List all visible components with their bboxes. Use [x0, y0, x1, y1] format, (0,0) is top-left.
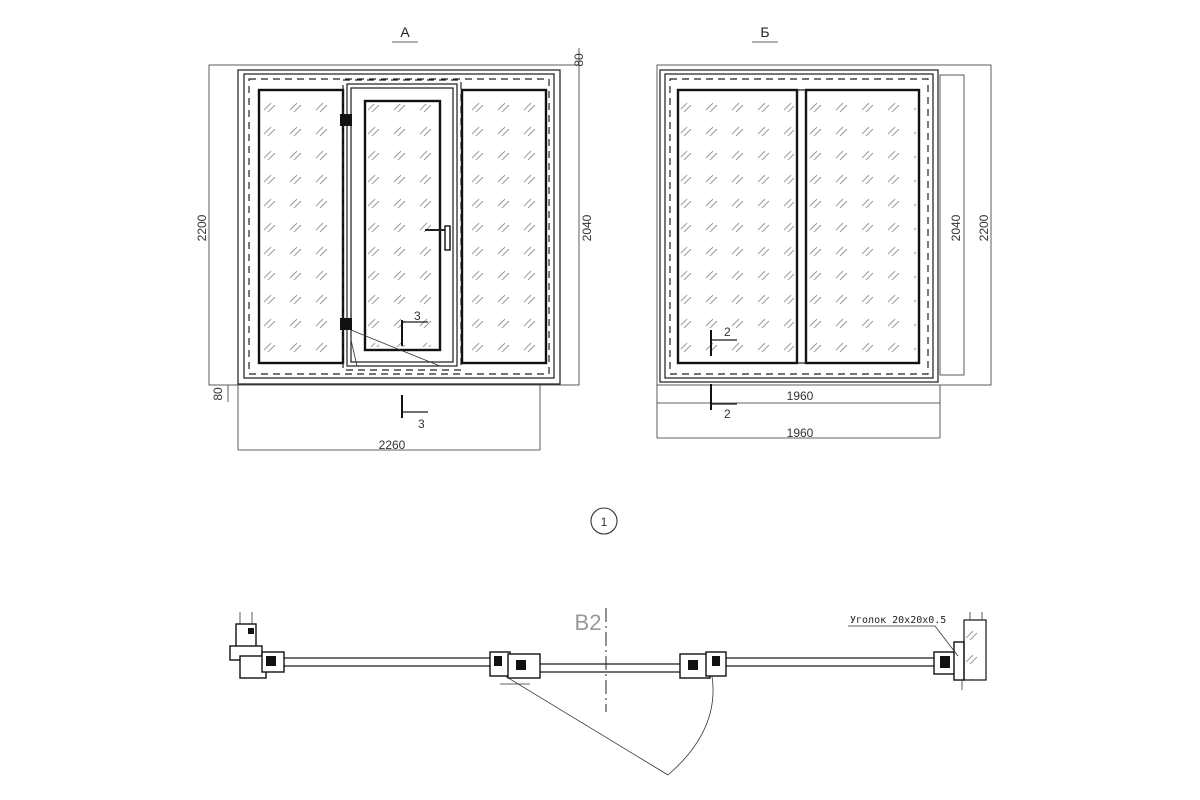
- view-a-dimension-frame: [208, 48, 580, 451]
- door-swing-arc: [667, 675, 714, 776]
- axis-label: B2: [575, 610, 602, 635]
- angle-note: Уголок 20x20x0.5: [848, 615, 959, 657]
- view-a-offset-top-dim: 80: [572, 53, 586, 67]
- door-left-profile: [489, 651, 541, 685]
- view-b-window-section-mark: 2: [710, 325, 737, 356]
- view-a: А: [195, 24, 594, 452]
- door-swing-line: [504, 675, 669, 776]
- view-a-offset-bottom-dim: 80: [211, 387, 225, 401]
- view-b-mullion: [796, 89, 807, 364]
- view-a-height-dim: 2200: [195, 214, 209, 241]
- view-b-height-dim: 2200: [977, 214, 991, 241]
- view-a-width-dim: 2260: [379, 438, 406, 452]
- view-b-frame: [659, 69, 939, 383]
- left-wall-profile: [229, 612, 285, 679]
- glass-panes: [282, 657, 936, 673]
- view-a-door-section-mark: 3: [401, 309, 428, 346]
- view-b-label: Б: [760, 24, 769, 40]
- svg-text:3: 3: [414, 309, 421, 323]
- view-b-width-dim: 1960: [787, 426, 814, 440]
- view-a-frame: [237, 69, 561, 385]
- svg-text:3: 3: [418, 417, 425, 431]
- view-a-door: [340, 79, 462, 371]
- detail-marker: 1: [590, 507, 618, 535]
- view-b: Б 2040 2200 1960 1960: [656, 24, 992, 440]
- door-right-profile: [679, 651, 727, 679]
- view-b-inner-height-dim: 2040: [949, 214, 963, 241]
- view-b-inner-width-dim: 1960: [787, 389, 814, 403]
- plan-section: B2: [229, 608, 987, 776]
- right-wall-profile: [933, 612, 987, 690]
- angle-note-text: Уголок 20x20x0.5: [850, 615, 946, 626]
- door-handle-icon: [425, 225, 451, 251]
- view-b-section-mark: 2: [710, 384, 737, 421]
- view-a-section-mark: 3: [401, 395, 428, 431]
- view-a-left-sash: [257, 88, 345, 365]
- view-b-dimension-frame: [656, 64, 992, 439]
- svg-text:2: 2: [724, 325, 731, 339]
- detail-number: 1: [601, 515, 608, 529]
- svg-text:2: 2: [724, 407, 731, 421]
- hinge-icon: [340, 114, 352, 126]
- hinge-icon: [340, 318, 352, 330]
- view-b-right-sash: [804, 88, 921, 365]
- view-a-inner-height-dim: 2040: [580, 214, 594, 241]
- view-a-label: А: [400, 24, 410, 40]
- view-a-right-sash: [460, 88, 548, 365]
- view-b-left-sash: [676, 88, 799, 365]
